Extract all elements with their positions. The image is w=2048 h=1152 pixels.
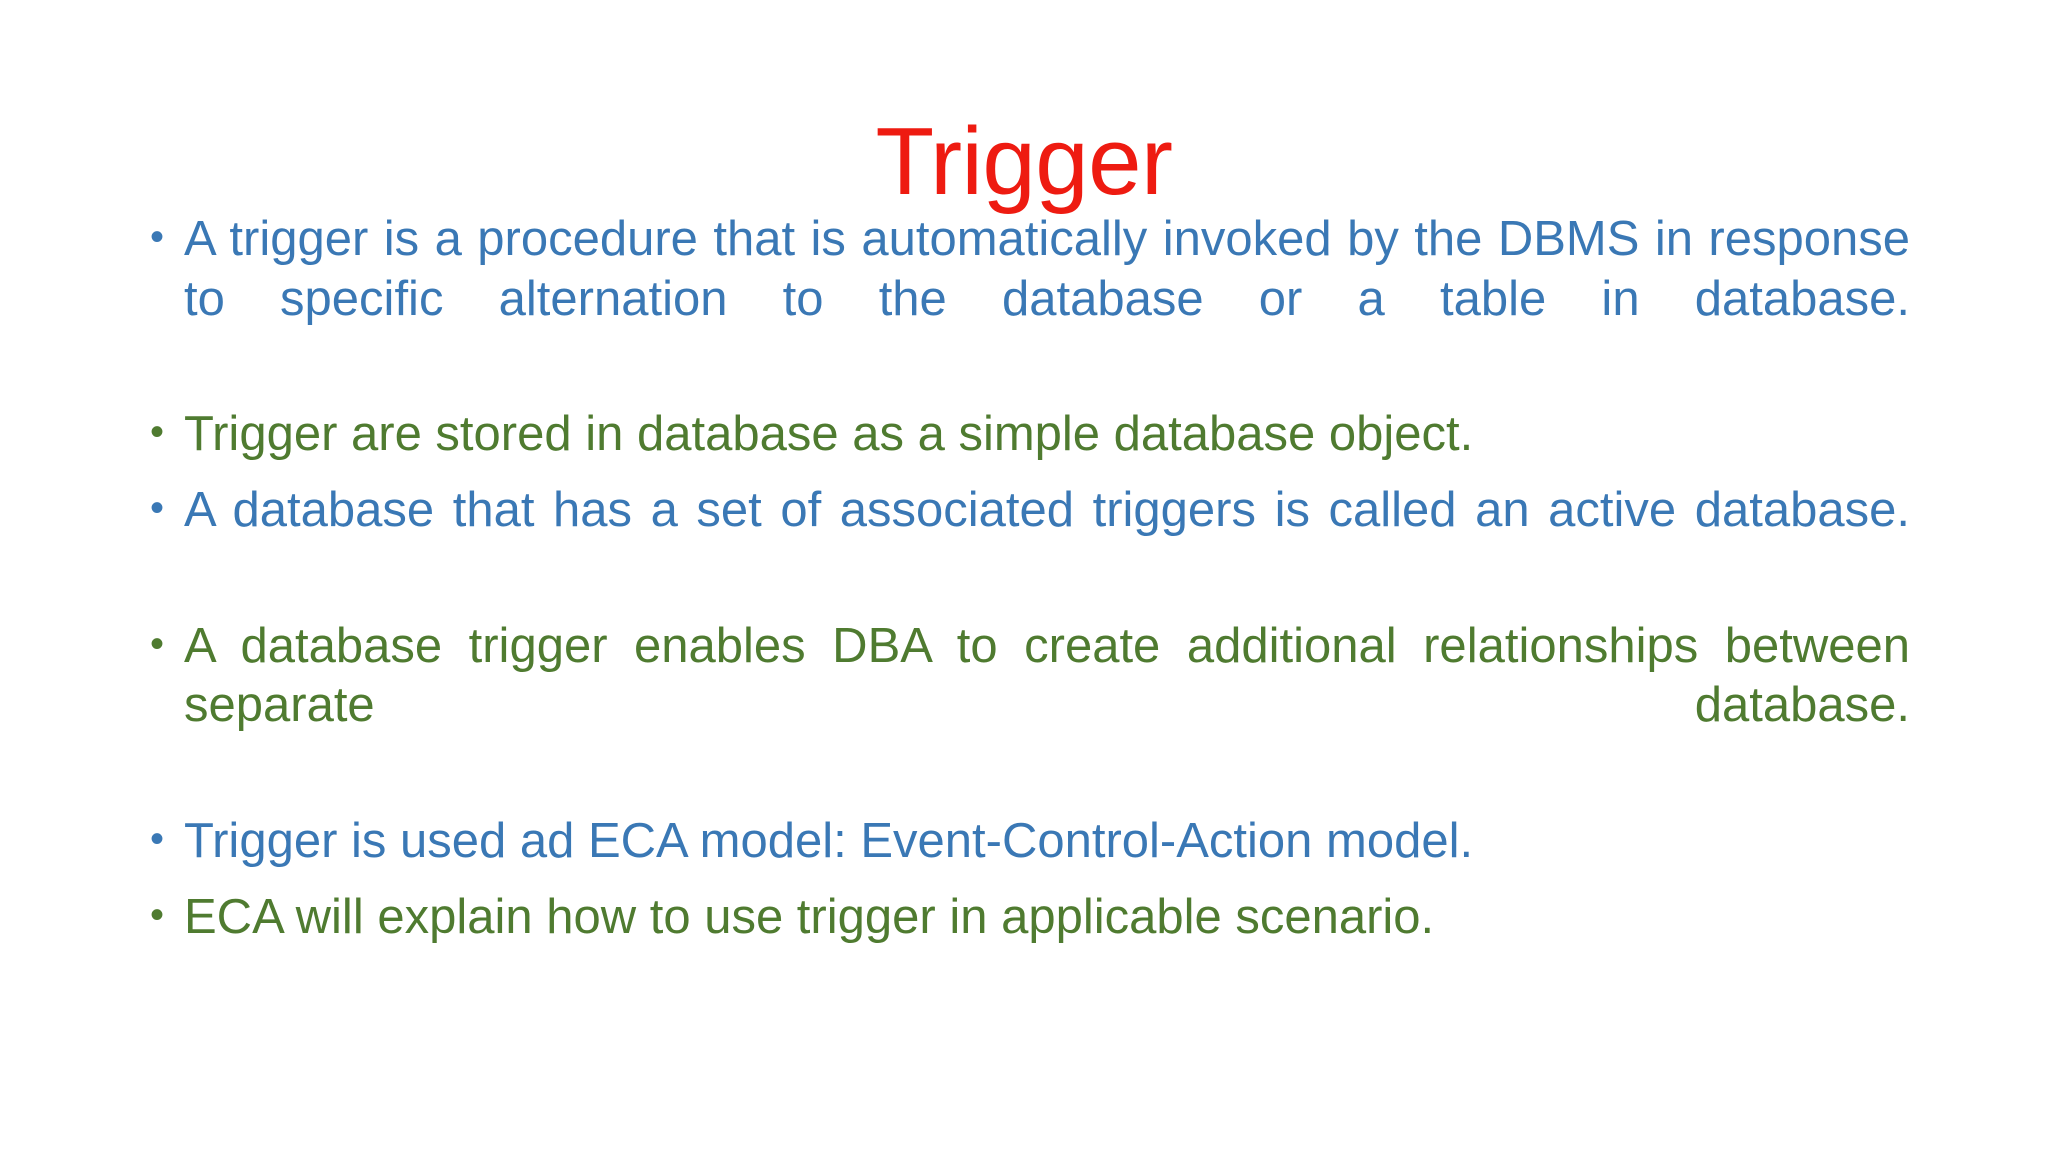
list-item-text: A database trigger enables DBA to create… <box>184 618 1910 733</box>
list-item: • A database that has a set of associate… <box>150 481 1910 601</box>
bullet-list: • A trigger is a procedure that is autom… <box>150 210 1910 963</box>
bullet-point-icon: • <box>150 621 165 666</box>
bullet-point-icon: • <box>150 486 165 531</box>
list-item: • A trigger is a procedure that is autom… <box>150 210 1910 389</box>
bullet-point-icon: • <box>150 215 165 259</box>
page-title: Trigger <box>875 108 1173 216</box>
list-item: • Trigger is used ad ECA model: Event-Co… <box>150 812 1910 872</box>
list-item: • ECA will explain how to use trigger in… <box>150 888 1910 948</box>
list-item-text: Trigger are stored in database as a simp… <box>184 407 1474 462</box>
list-item-text: ECA will explain how to use trigger in a… <box>184 889 1435 944</box>
bullet-point-icon: • <box>150 410 165 455</box>
bullet-point-icon: • <box>150 816 165 861</box>
list-item-text: A trigger is a procedure that is automat… <box>184 212 1910 326</box>
bullet-point-icon: • <box>150 892 165 937</box>
list-item: • A database trigger enables DBA to crea… <box>150 617 1910 796</box>
list-item-text: A database that has a set of associated … <box>184 483 1910 538</box>
list-item: • Trigger are stored in database as a si… <box>150 405 1910 465</box>
list-item-text: Trigger is used ad ECA model: Event-Cont… <box>184 813 1474 868</box>
